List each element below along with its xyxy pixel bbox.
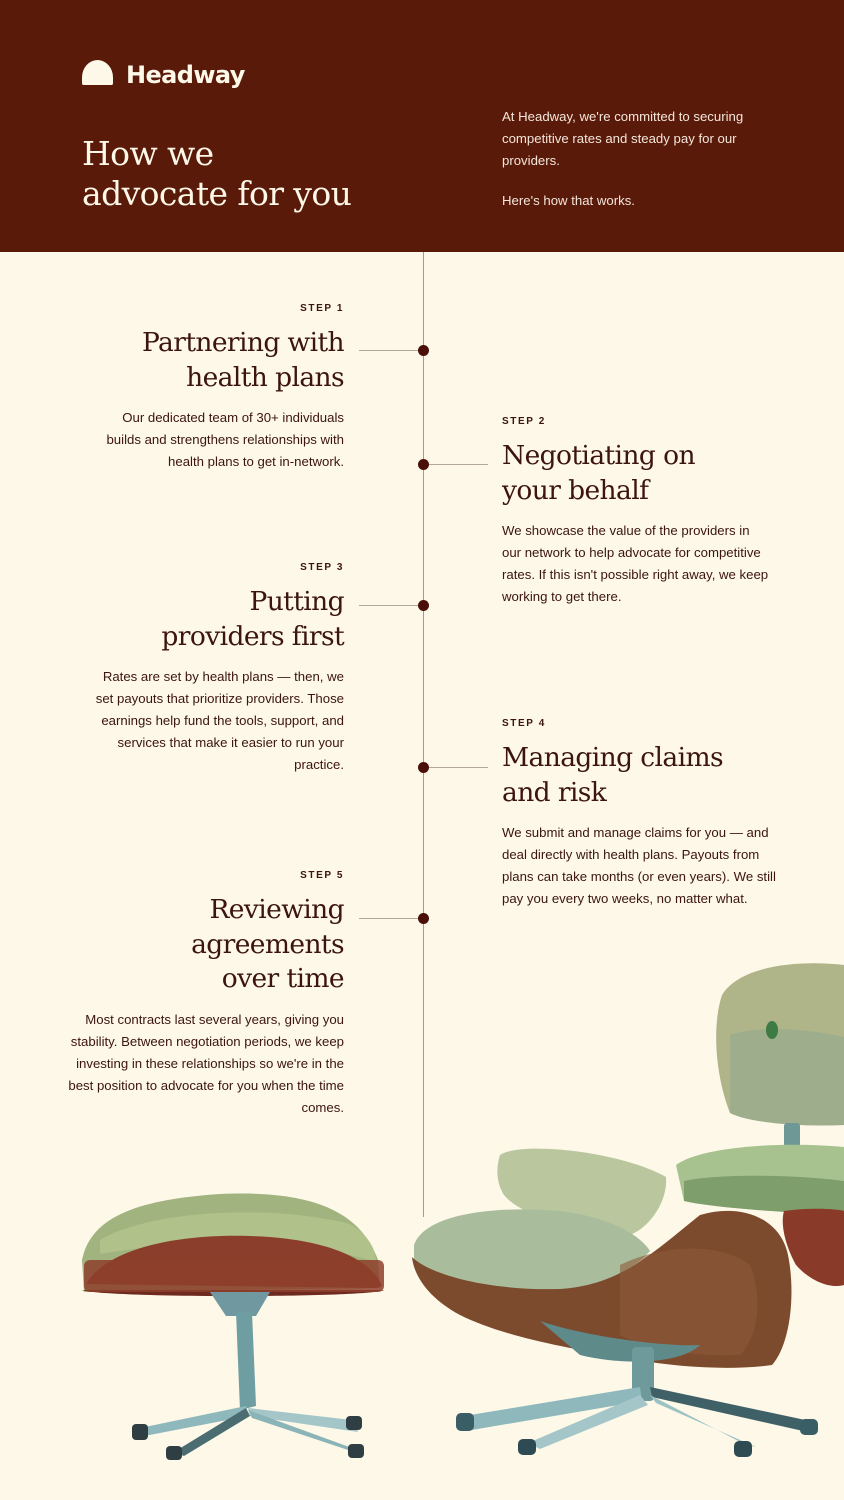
step-title: Managing claims and risk — [502, 741, 792, 810]
step-label: STEP 3 — [300, 562, 344, 573]
hero-description: At Headway, we're committed to securing … — [502, 106, 762, 212]
step-title: Putting providers first — [60, 585, 344, 654]
step-title-line: Negotiating on — [502, 440, 696, 471]
step-label: STEP 1 — [300, 303, 344, 314]
step-description: Our dedicated team of 30+ individuals bu… — [106, 410, 344, 469]
page-title-line-2: advocate for you — [82, 174, 352, 213]
hero-header: Headway How we advocate for you At Headw… — [0, 0, 844, 252]
timeline-connector-step-2 — [423, 464, 488, 465]
step-title-line: Putting — [249, 586, 344, 617]
step-2: STEP 2 Negotiating on your behalf We sho… — [502, 415, 772, 608]
page-title-line-1: How we — [82, 134, 214, 173]
timeline-dot-step-4 — [418, 762, 429, 773]
timeline-line — [423, 252, 424, 1217]
hero-intro: At Headway, we're committed to securing … — [502, 109, 744, 168]
step-title-line: Managing claims — [502, 742, 724, 773]
half-sun-dome-icon — [82, 60, 113, 85]
step-title-line: agreements — [191, 928, 345, 960]
step-title-line: Partnering with — [142, 327, 345, 358]
hero-intro-followup: Here's how that works. — [502, 193, 635, 208]
step-4: STEP 4 Managing claims and risk We submi… — [502, 717, 792, 910]
page-title: How we advocate for you — [82, 134, 402, 214]
step-description: We showcase the value of the providers i… — [502, 523, 769, 604]
timeline-connector-step-5 — [359, 918, 423, 919]
step-label: STEP 5 — [300, 870, 344, 881]
timeline-connector-step-4 — [423, 767, 488, 768]
step-title: Negotiating on your behalf — [502, 439, 772, 508]
step-1: STEP 1 Partnering with health plans Our … — [60, 302, 344, 473]
step-title: Reviewing agreements over time — [60, 893, 345, 997]
step-title-line: Reviewing — [209, 894, 344, 925]
step-title-line: your behalf — [502, 474, 649, 506]
step-label: STEP 4 — [502, 718, 546, 729]
brand-name: Headway — [126, 60, 245, 89]
step-title-line: over time — [221, 963, 345, 994]
step-title: Partnering with health plans — [60, 326, 345, 395]
watercolor-lounge-chair-illustration — [412, 963, 844, 1457]
step-description: Rates are set by health plans — then, we… — [95, 669, 344, 772]
timeline-dot-step-1 — [418, 345, 429, 356]
timeline-dot-step-5 — [418, 913, 429, 924]
timeline-connector-step-1 — [359, 350, 423, 351]
headway-logo[interactable]: Headway — [82, 60, 245, 89]
step-title-line: providers first — [161, 620, 344, 652]
step-description: We submit and manage claims for you — an… — [502, 825, 776, 906]
step-label: STEP 2 — [502, 416, 546, 427]
step-5: STEP 5 Reviewing agreements over time Mo… — [60, 869, 344, 1119]
timeline-dot-step-3 — [418, 600, 429, 611]
step-title-line: and risk — [502, 776, 607, 808]
timeline-connector-step-3 — [359, 605, 423, 606]
watercolor-ottoman-illustration — [82, 1193, 384, 1460]
step-3: STEP 3 Putting providers first Rates are… — [60, 561, 345, 776]
step-description: Most contracts last several years, givin… — [68, 1011, 344, 1115]
step-title-line: health plans — [186, 361, 344, 393]
timeline-dot-step-2 — [418, 459, 429, 470]
